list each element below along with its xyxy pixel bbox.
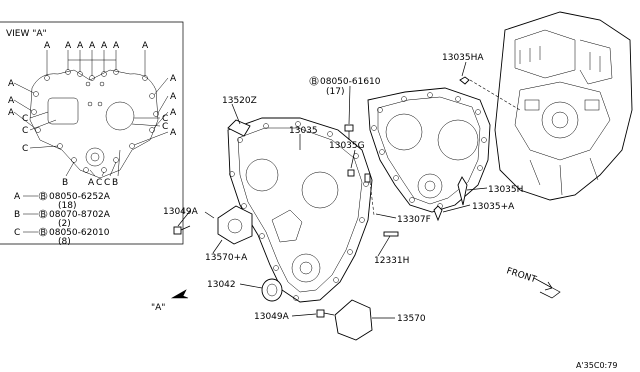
label-13570a: 13570+A: [205, 253, 248, 263]
engine-block: [494, 11, 633, 201]
svg-text:B: B: [312, 77, 318, 86]
part-13049a-bottom: [316, 309, 335, 318]
inset-crank-hub: [90, 152, 100, 162]
svg-text:B: B: [62, 178, 68, 188]
part-12331h: [383, 231, 399, 237]
label-13035a: 13035+A: [472, 202, 515, 212]
svg-text:C: C: [162, 122, 168, 132]
inset-leaders: [13, 50, 169, 177]
label-13042: 13042: [207, 280, 236, 290]
svg-text:C: C: [162, 114, 168, 124]
legend-key-b: B: [14, 210, 20, 220]
part-bolt-08050-61610: [344, 124, 354, 140]
svg-text:A: A: [170, 92, 177, 102]
bolt-circle-icon: [309, 76, 319, 86]
label-13035: 13035: [289, 126, 318, 136]
svg-text:C: C: [22, 144, 28, 154]
label-view-a: "A": [151, 303, 165, 313]
svg-text:B: B: [41, 192, 47, 201]
label-13035h: 13035H: [488, 185, 523, 195]
svg-text:B: B: [112, 178, 118, 188]
inset-letters: A A A A A A A A A A A A A A C C C C C B …: [8, 41, 177, 188]
label-bolt-part: 08050-61610: [320, 77, 381, 87]
svg-text:A: A: [8, 79, 15, 89]
svg-text:A: A: [8, 108, 15, 118]
part-13035ha: [459, 76, 470, 85]
svg-text:A: A: [8, 96, 15, 106]
svg-text:A: A: [89, 41, 96, 51]
front-cover-bolt-holes: [229, 121, 369, 301]
svg-text:A: A: [65, 41, 72, 51]
part-13570a: [217, 205, 253, 245]
label-13570: 13570: [397, 314, 426, 324]
svg-text:A: A: [44, 41, 51, 51]
inset-cam-box-left: [47, 97, 79, 125]
view-title: VIEW "A": [6, 29, 47, 39]
part-13049a-top: [173, 225, 191, 235]
svg-text:B: B: [41, 228, 47, 237]
part-13035a-bolt: [433, 205, 443, 222]
svg-text:C: C: [96, 178, 102, 188]
legend-qty-b: (2): [58, 219, 71, 229]
inset-cam-circle-right: [105, 101, 135, 131]
part-13035g-b: [364, 173, 371, 183]
view-a-inset: VIEW "A": [0, 21, 184, 247]
svg-text:A: A: [142, 41, 149, 51]
label-12331h: 12331H: [374, 256, 409, 266]
svg-text:A: A: [113, 41, 120, 51]
svg-text:A: A: [77, 41, 84, 51]
part-13042-seal: [261, 278, 283, 302]
front-arrow-outline: [533, 277, 561, 299]
label-front: FRONT: [505, 266, 538, 285]
inset-engine-outline: [29, 69, 159, 179]
part-13035g-a: [347, 169, 355, 177]
label-13049a-bottom: 13049A: [254, 312, 290, 322]
callout-leaders: [177, 61, 488, 319]
rear-timing-cover: [367, 87, 491, 213]
label-13049a-top: 13049A: [163, 207, 199, 217]
inset-crank-circle: [85, 147, 105, 167]
label-13520z: 13520Z: [222, 96, 257, 106]
legend-part-b: 08070-8702A: [49, 210, 111, 220]
inset-bolt-points: [31, 69, 159, 173]
part-13570: [334, 299, 373, 341]
svg-text:A: A: [170, 108, 177, 118]
svg-text:A: A: [170, 128, 177, 138]
label-bolt-qty: (17): [326, 87, 344, 97]
label-13307f: 13307F: [397, 215, 431, 225]
label-13035ha: 13035HA: [442, 53, 484, 63]
legend-part-c: 08050-62010: [49, 228, 110, 238]
svg-text:C: C: [22, 126, 28, 136]
legend-qty-c: (8): [58, 237, 71, 247]
inset-legend: A B 08050-6252A (18) B B 08070-8702A (2)…: [14, 191, 111, 247]
label-13035g: 13035G: [329, 141, 365, 151]
svg-text:C: C: [104, 178, 110, 188]
svg-text:A: A: [101, 41, 108, 51]
part-13520z: [227, 119, 251, 137]
legend-qty-a: (18): [58, 201, 76, 211]
svg-text:A: A: [88, 178, 95, 188]
svg-text:A: A: [170, 74, 177, 84]
svg-text:C: C: [22, 114, 28, 124]
legend-key-a: A: [14, 192, 21, 202]
svg-text:B: B: [41, 210, 47, 219]
view-a-arrow: [170, 289, 189, 299]
legend-part-a: 08050-6252A: [49, 192, 111, 202]
part-13035h: [457, 176, 468, 206]
footer-code: A'35C0:79: [576, 361, 617, 370]
leader-13307f-dash: [369, 181, 375, 216]
legend-key-c: C: [14, 228, 20, 238]
inset-border: [0, 21, 184, 245]
